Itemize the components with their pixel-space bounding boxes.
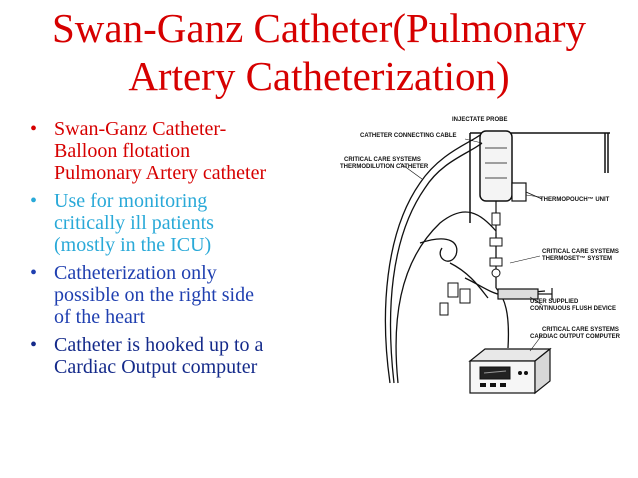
bullet-line: critically ill patients [54, 212, 214, 234]
bullet-line: Catheter is hooked up to a [54, 334, 264, 356]
bullet-line: (mostly in the ICU) [54, 234, 212, 256]
catheter-diagram: INJECTATE PROBE CATHETER CONNECTING CABL… [330, 113, 630, 403]
bullet-list: • Swan-Ganz Catheter- Balloon flotation … [30, 118, 320, 384]
label-computer-line-2: CARDIAC OUTPUT COMPUTER [530, 334, 621, 340]
label-flush-line-1: USER SUPPLIED [530, 299, 579, 305]
label-flush-line-2: CONTINUOUS FLUSH DEVICE [530, 306, 616, 312]
label-connecting-cable: CATHETER CONNECTING CABLE [360, 133, 457, 139]
thermopouch-icon [511, 182, 543, 202]
bullet-dot-icon: • [30, 190, 38, 212]
bullet-line: Swan-Ganz Catheter- [54, 118, 227, 140]
bullet-dot-icon: • [30, 334, 38, 356]
label-computer-line-1: CRITICAL CARE SYSTEMS [542, 327, 619, 333]
bullet-item: • Swan-Ganz Catheter- Balloon flotation … [30, 118, 320, 184]
bullet-item: • Catheterization only possible on the r… [30, 262, 320, 328]
bullet-dot-icon: • [30, 118, 38, 140]
bullet-item: • Use for monitoring critically ill pati… [30, 190, 320, 256]
label-thermodilution-line-2: THERMODILUTION CATHETER [340, 164, 429, 170]
catheter-tubing [384, 134, 546, 384]
bullet-line: Cardiac Output computer [54, 356, 258, 378]
bullet-line: Balloon flotation [54, 140, 191, 162]
title-line-2: Artery Catheterization) [128, 53, 510, 99]
label-thermopouch: THERMOPOUCH™ UNIT [540, 196, 610, 203]
bullet-line: possible on the right side [54, 284, 254, 306]
leader-lines [399, 138, 543, 352]
bullet-line: Use for monitoring [54, 190, 208, 212]
label-thermoset-line-1: CRITICAL CARE SYSTEMS [542, 249, 619, 255]
label-thermoset-line-2: THERMOSET™ SYSTEM [542, 255, 612, 262]
title-line-1: Swan-Ganz Catheter(Pulmonary [52, 5, 586, 51]
bullet-line: of the heart [54, 306, 146, 328]
iv-bag-icon [479, 130, 513, 233]
label-thermodilution-line-1: CRITICAL CARE SYSTEMS [344, 157, 421, 163]
bullet-dot-icon: • [30, 262, 38, 284]
cardiac-output-computer-icon [468, 347, 552, 395]
label-injectate-probe: INJECTATE PROBE [452, 117, 507, 123]
bullet-line: Catheterization only [54, 262, 217, 284]
bullet-item: • Catheter is hooked up to a Cardiac Out… [30, 334, 320, 378]
bullet-line: Pulmonary Artery catheter [54, 162, 267, 184]
slide-title: Swan-Ganz Catheter(Pulmonary Artery Cath… [0, 4, 638, 100]
flush-device-icon [497, 288, 553, 300]
stopcock-icons [439, 237, 503, 316]
catheter-diagram-svg: INJECTATE PROBE CATHETER CONNECTING CABL… [340, 117, 621, 395]
